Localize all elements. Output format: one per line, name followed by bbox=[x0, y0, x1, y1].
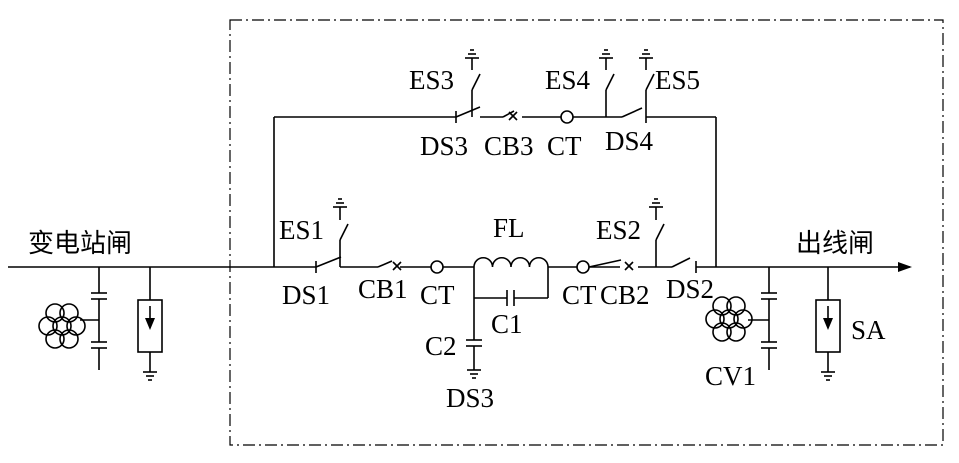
circuit-breaker-cb2 bbox=[588, 259, 634, 271]
label-es5: ES5 bbox=[655, 65, 700, 95]
earthing-switch-es2 bbox=[649, 198, 665, 267]
right-voltage-transformer bbox=[705, 296, 753, 342]
label-c2: C2 bbox=[425, 331, 457, 361]
disconnector-ds3-top bbox=[455, 106, 481, 123]
label-ct-right: CT bbox=[562, 280, 597, 310]
current-transformer-left bbox=[430, 260, 444, 274]
left-surge-arrester bbox=[137, 267, 163, 381]
disconnector-ds4 bbox=[621, 107, 647, 123]
fault-current-limiter-fl bbox=[473, 256, 549, 298]
label-ds3-bottom: DS3 bbox=[446, 383, 494, 413]
circuit-breaker-cb3 bbox=[502, 110, 518, 121]
bypass-busbar bbox=[273, 116, 717, 267]
label-cb3: CB3 bbox=[484, 131, 534, 161]
label-fl: FL bbox=[493, 213, 525, 243]
label-ds2: DS2 bbox=[666, 274, 714, 304]
capacitor-c1 bbox=[474, 290, 548, 306]
left-capacitor-chain bbox=[80, 267, 107, 370]
current-transformer-top bbox=[560, 110, 574, 124]
label-ct-top: CT bbox=[547, 131, 582, 161]
earthing-switch-es1 bbox=[333, 198, 349, 267]
label-left-station: 变电站闸 bbox=[28, 229, 132, 259]
earthing-switch-es4 bbox=[599, 49, 615, 117]
earthing-switch-es5 bbox=[639, 49, 655, 111]
label-cb2: CB2 bbox=[600, 280, 650, 310]
right-capacitor-chain-cv1 bbox=[748, 267, 777, 370]
label-cb1: CB1 bbox=[358, 274, 408, 304]
gis-enclosure-boundary bbox=[229, 19, 944, 446]
label-cv1: CV1 bbox=[705, 361, 756, 391]
label-ds4: DS4 bbox=[605, 126, 654, 156]
label-ct-left: CT bbox=[420, 280, 455, 310]
circuit-breaker-cb1 bbox=[377, 260, 402, 271]
label-right-station: 出线闸 bbox=[796, 229, 874, 259]
left-voltage-transformer bbox=[38, 303, 86, 349]
label-ds1: DS1 bbox=[282, 280, 330, 310]
label-es3: ES3 bbox=[409, 65, 454, 95]
label-es2: ES2 bbox=[596, 215, 641, 245]
disconnector-ds1 bbox=[315, 256, 342, 273]
label-sa: SA bbox=[851, 315, 886, 345]
disconnector-ds2 bbox=[671, 257, 697, 273]
label-ds3-top: DS3 bbox=[420, 131, 468, 161]
earthing-switch-es3 bbox=[465, 49, 481, 117]
label-c1: C1 bbox=[491, 309, 523, 339]
capacitor-c2 bbox=[466, 298, 482, 379]
current-transformer-right bbox=[576, 260, 590, 274]
right-surge-arrester-sa bbox=[815, 267, 841, 381]
label-es1: ES1 bbox=[279, 215, 324, 245]
label-es4: ES4 bbox=[545, 65, 591, 95]
